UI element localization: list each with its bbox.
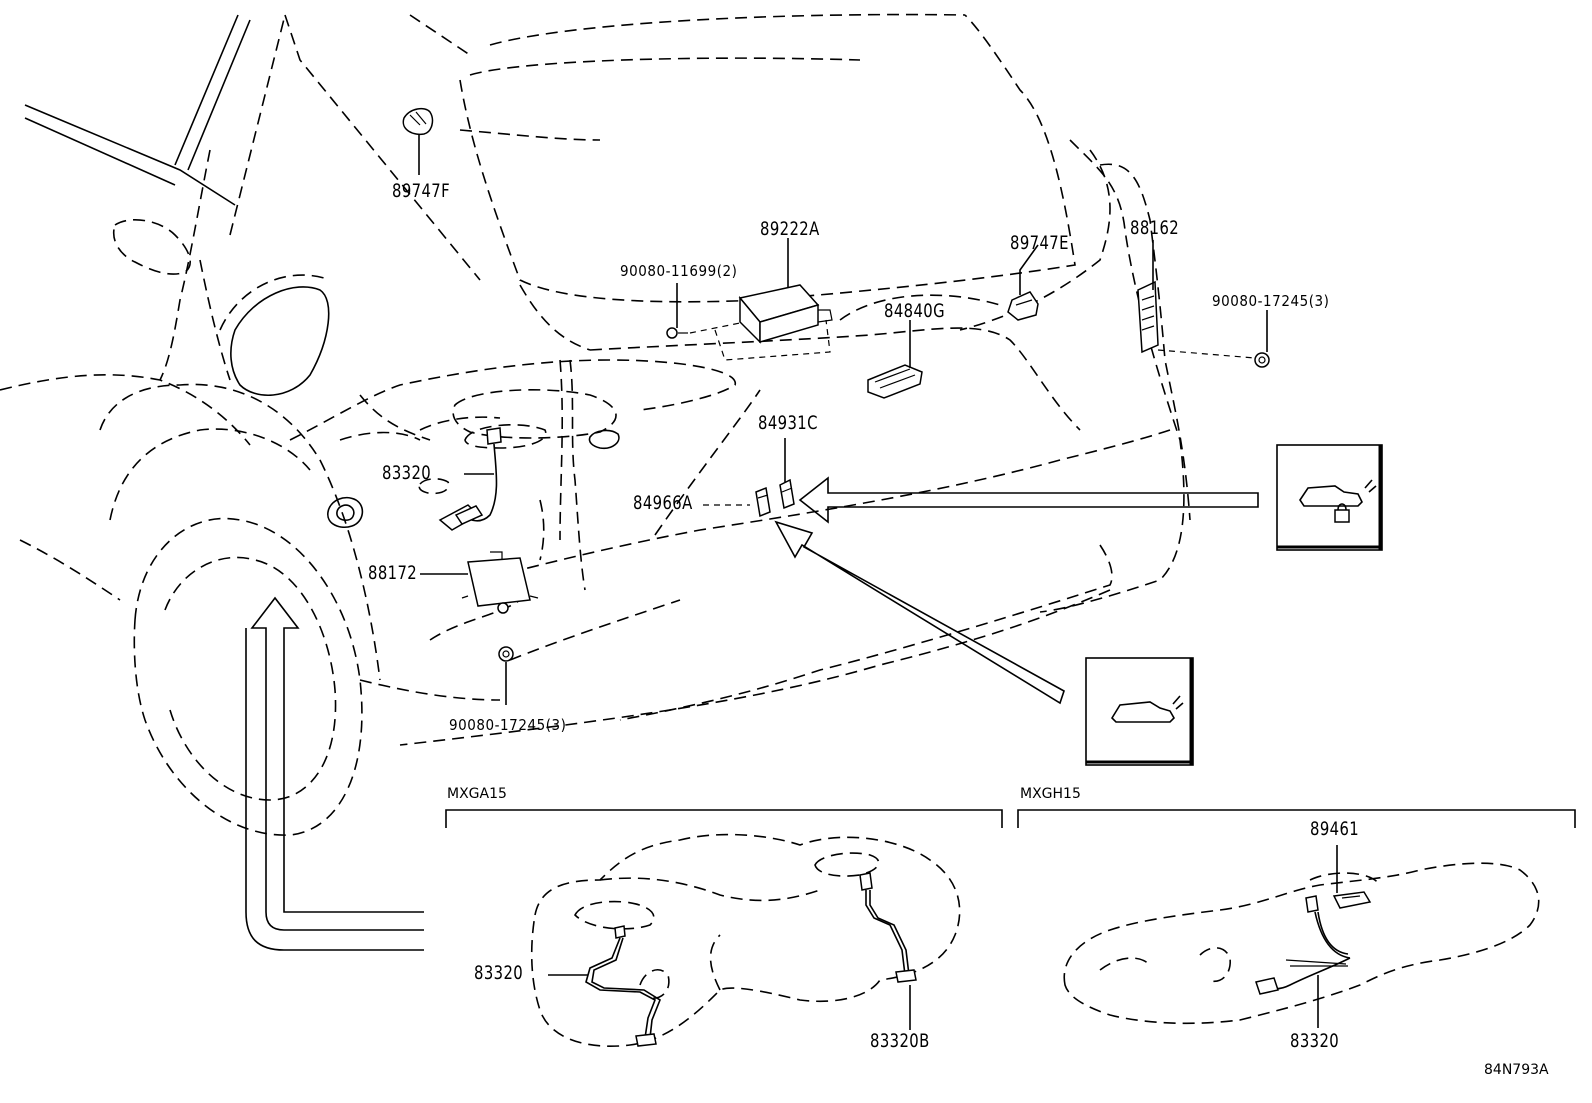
section-label-mxgh15: MXGH15 <box>1020 786 1081 802</box>
callout-89461: 89461 <box>1310 818 1360 840</box>
bottom-leader-lines <box>548 845 1338 1030</box>
car-locked-icon-box <box>1276 444 1383 551</box>
callout-83320-mxga15: 83320 <box>474 962 524 984</box>
callout-90080-17245-right: 90080-17245(3) <box>1212 292 1330 310</box>
fuel-tank-mxgh15 <box>1063 862 1540 1025</box>
fuel-tank-mxga15 <box>530 833 961 1048</box>
part-sketches <box>402 107 1270 662</box>
section-label-mxga15: MXGA15 <box>447 786 507 802</box>
callout-84931c: 84931C <box>758 412 818 434</box>
vehicle-body-outline <box>0 13 1191 836</box>
section-brackets <box>445 809 1576 828</box>
callout-89747e: 89747E <box>1010 232 1069 254</box>
callout-84840g: 84840G <box>884 300 945 322</box>
callout-88172: 88172 <box>368 562 418 584</box>
car-icon <box>1110 695 1184 723</box>
callout-83320-upper: 83320 <box>382 462 432 484</box>
callout-83320-mxgh15: 83320 <box>1290 1030 1340 1052</box>
callout-90080-17245-left: 90080-17245(3) <box>449 716 567 734</box>
view-arrows <box>245 476 1259 951</box>
callout-89747f: 89747F <box>392 180 451 202</box>
callout-90080-11699: 90080-11699(2) <box>620 262 738 280</box>
callout-83320b: 83320B <box>870 1030 930 1052</box>
leader-lines <box>418 135 1268 705</box>
diagram-reference-code: 84N793A <box>1484 1062 1549 1078</box>
callout-89222a: 89222A <box>760 218 820 240</box>
callout-88162: 88162 <box>1130 217 1180 239</box>
car-icon-box <box>1085 657 1194 766</box>
car-locked-icon <box>1299 479 1377 523</box>
callout-84966a: 84966A <box>633 492 693 514</box>
